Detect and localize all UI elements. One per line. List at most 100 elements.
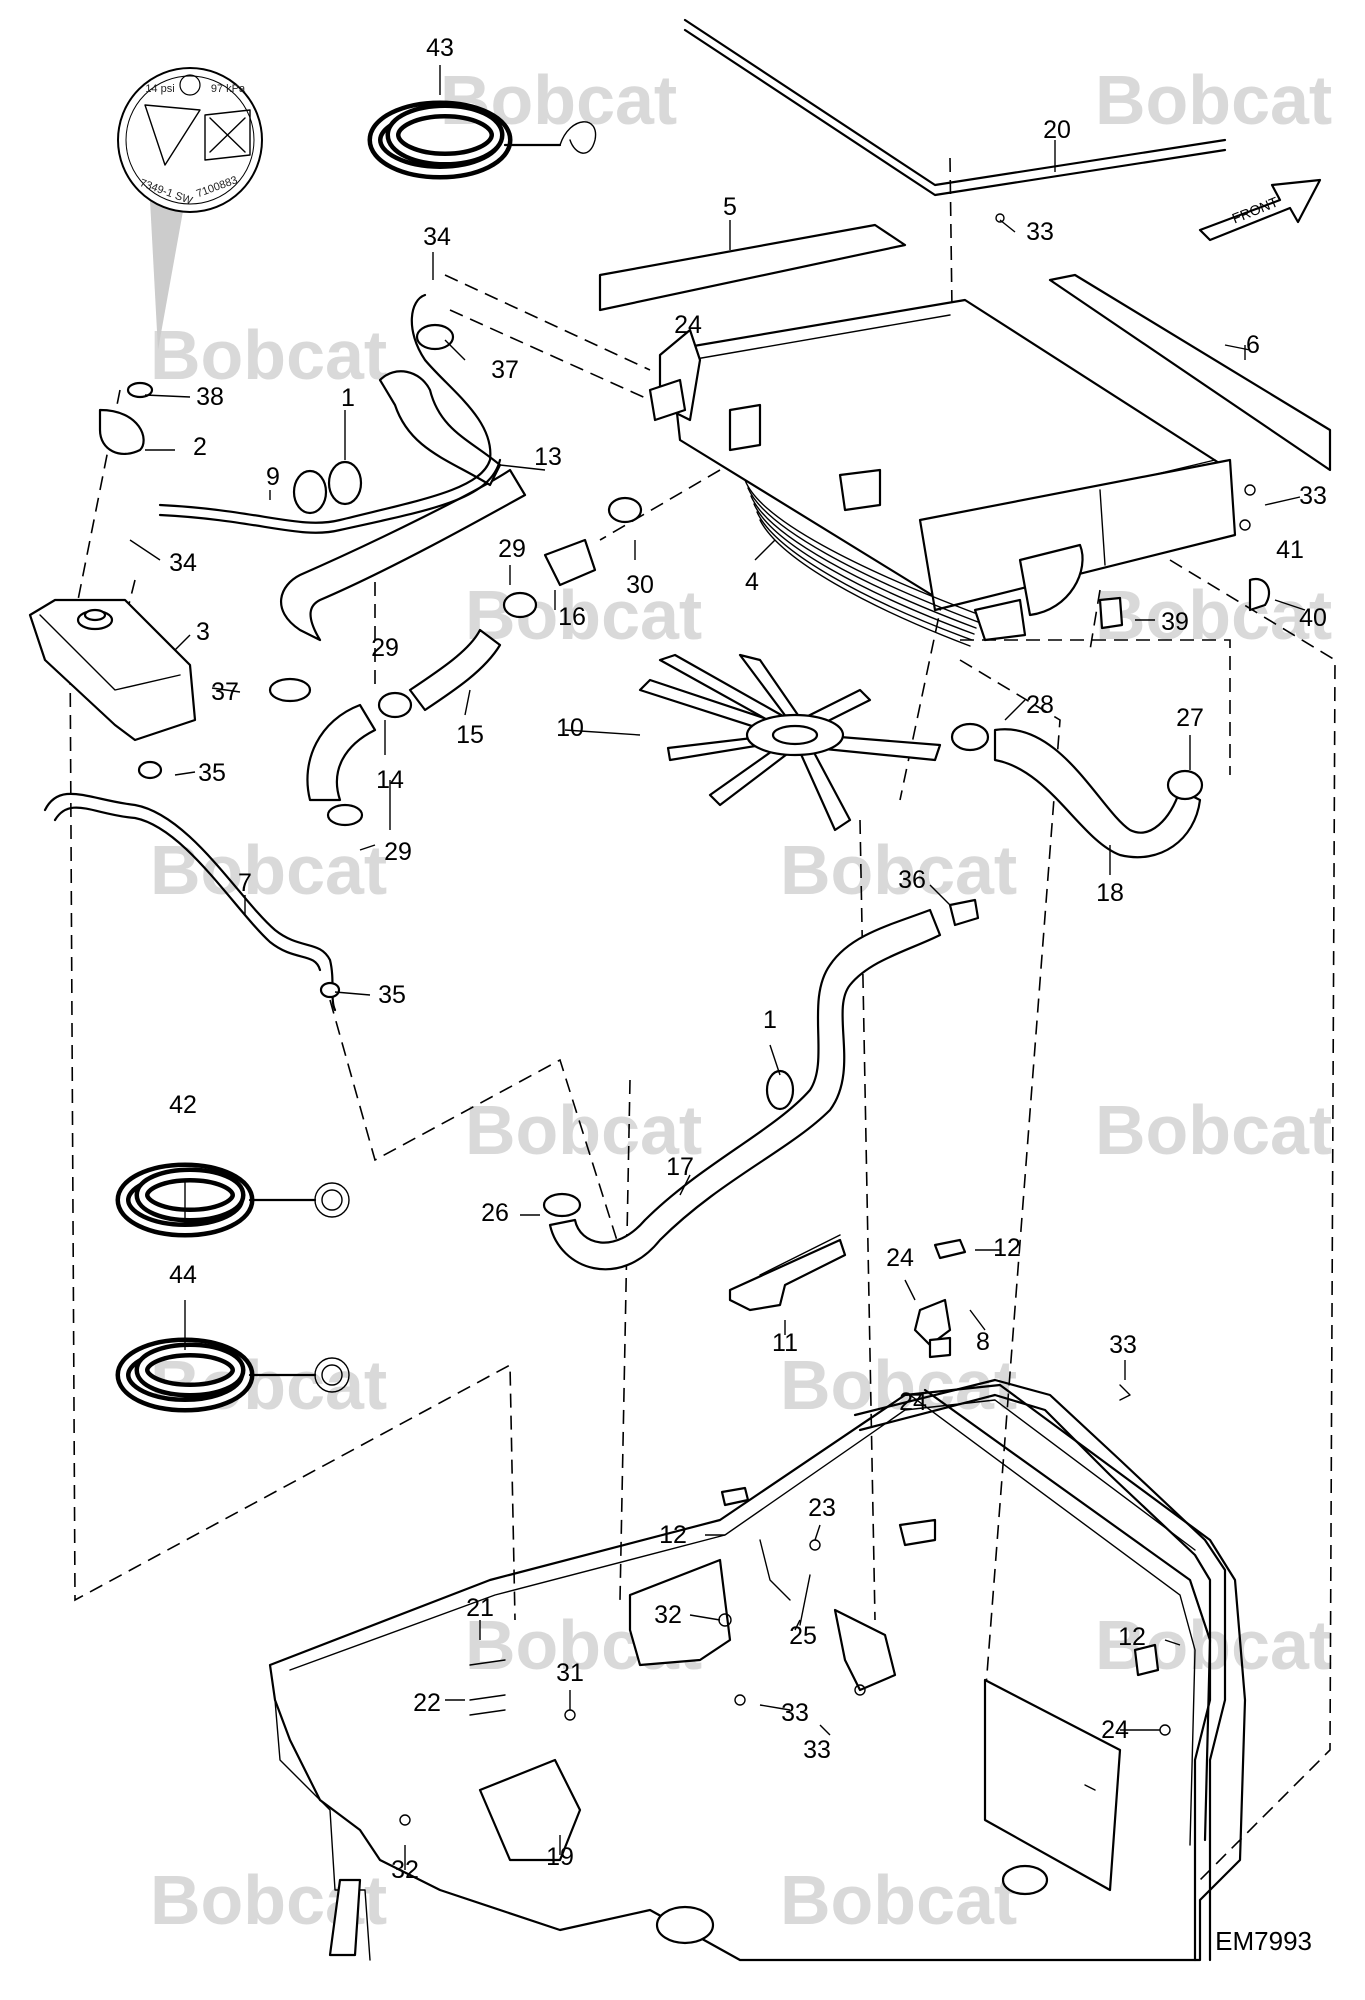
- callout-19: 19: [546, 1843, 574, 1871]
- hose-16: [543, 538, 597, 587]
- lower-frame: [268, 1383, 1247, 1962]
- callout-13: 13: [534, 443, 562, 471]
- callout-23: 23: [808, 1494, 836, 1522]
- hose-coil-43: [367, 100, 597, 180]
- callout-27: 27: [1176, 704, 1204, 732]
- callout-42: 42: [169, 1091, 197, 1119]
- drawing-number: EM7993: [1215, 1926, 1312, 1956]
- callout-10: 10: [556, 714, 584, 742]
- callout-2: 2: [193, 433, 207, 461]
- hose-14: [306, 703, 377, 802]
- return-tube: [853, 1378, 1227, 1962]
- callout-38: 38: [196, 383, 224, 411]
- callout-39: 39: [1161, 608, 1189, 636]
- callout-37: 37: [491, 356, 519, 384]
- watermark: Bobcat: [150, 831, 387, 909]
- callout-30: 30: [626, 571, 654, 599]
- overflow-rod: [683, 18, 1227, 197]
- callout-33: 33: [1109, 1331, 1137, 1359]
- callout-14: 14: [376, 766, 404, 794]
- callout-32: 32: [654, 1601, 682, 1629]
- coolant-tank: [28, 381, 197, 742]
- callout-22: 22: [413, 1689, 441, 1717]
- hose-13: [280, 370, 527, 642]
- decal-pressure-psi: 14 psi: [145, 83, 174, 95]
- hose-17: [548, 908, 942, 1271]
- hose-9: [158, 293, 502, 534]
- callout-34: 34: [423, 223, 451, 251]
- hose-clamps: [137, 213, 1271, 1218]
- callout-20: 20: [1043, 116, 1071, 144]
- callouts: 43 20 5 33 6 34 24 37 1 38 2 9 13 33 41 …: [169, 34, 1327, 1884]
- shroud-seal-upper: [598, 223, 907, 312]
- watermark: Bobcat: [1095, 1606, 1332, 1684]
- callout-15: 15: [456, 721, 484, 749]
- bracket-11: [728, 1234, 847, 1312]
- callout-41: 41: [1276, 536, 1304, 564]
- callout-28: 28: [1026, 691, 1054, 719]
- hose-7: [43, 792, 337, 1012]
- callout-33: 33: [803, 1736, 831, 1764]
- callout-24: 24: [674, 311, 702, 339]
- callout-35: 35: [198, 759, 226, 787]
- callout-29: 29: [384, 838, 412, 866]
- watermark: Bobcat: [1095, 61, 1332, 139]
- callout-17: 17: [666, 1153, 694, 1181]
- callout-25: 25: [789, 1622, 817, 1650]
- callout-16: 16: [558, 603, 586, 631]
- callout-6: 6: [1246, 331, 1260, 359]
- callout-1: 1: [763, 1006, 777, 1034]
- callout-33: 33: [1299, 482, 1327, 510]
- callout-29: 29: [371, 634, 399, 662]
- callout-24: 24: [1101, 1716, 1129, 1744]
- callout-31: 31: [556, 1659, 584, 1687]
- callout-18: 18: [1096, 879, 1124, 907]
- callout-40: 40: [1299, 604, 1327, 632]
- watermark: Bobcat: [1095, 1091, 1332, 1169]
- shroud-seal-right: [1048, 273, 1332, 472]
- radiator-fins: [744, 479, 981, 647]
- callout-4: 4: [745, 568, 759, 596]
- hose-15: [408, 628, 502, 712]
- decal-pressure-kpa: 97 kPa: [211, 83, 246, 95]
- watermark: Bobcat: [465, 1091, 702, 1169]
- callout-8: 8: [976, 1328, 990, 1356]
- callout-7: 7: [238, 869, 252, 897]
- callout-35: 35: [378, 981, 406, 1009]
- watermark: Bobcat: [780, 1861, 1017, 1939]
- callout-3: 3: [196, 618, 210, 646]
- leader-lines: [129, 65, 1306, 1870]
- callout-12: 12: [1118, 1623, 1146, 1651]
- callout-5: 5: [723, 193, 737, 221]
- pressure-cap-decal: 14 psi 97 kPa 7349-1 SW 7100883: [117, 67, 263, 350]
- callout-34: 34: [169, 549, 197, 577]
- watermark: Bobcat: [150, 316, 387, 394]
- watermark: Bobcat: [1095, 576, 1332, 654]
- callout-12: 12: [659, 1521, 687, 1549]
- callout-1: 1: [341, 384, 355, 412]
- callout-29: 29: [498, 535, 526, 563]
- callout-36: 36: [898, 866, 926, 894]
- watermark: Bobcat: [440, 61, 677, 139]
- callout-11: 11: [772, 1329, 798, 1357]
- callout-44: 44: [169, 1261, 197, 1289]
- callout-26: 26: [481, 1199, 509, 1227]
- watermark: Bobcat: [465, 576, 702, 654]
- front-direction-arrow: FRONT: [1198, 178, 1322, 242]
- watermark: Bobcat: [780, 831, 1017, 909]
- callout-24: 24: [886, 1244, 914, 1272]
- callout-32: 32: [391, 1856, 419, 1884]
- cooling-fan: [638, 653, 942, 832]
- callout-21: 21: [466, 1594, 494, 1622]
- callout-33: 33: [781, 1699, 809, 1727]
- callout-37: 37: [211, 678, 239, 706]
- callout-12: 12: [993, 1234, 1021, 1262]
- callout-43: 43: [426, 34, 454, 62]
- hose-coil-42: [115, 1162, 350, 1238]
- callout-9: 9: [266, 463, 280, 491]
- hose-18: [993, 728, 1202, 859]
- callout-33: 33: [1026, 218, 1054, 246]
- radiator-assembly: [648, 298, 1237, 647]
